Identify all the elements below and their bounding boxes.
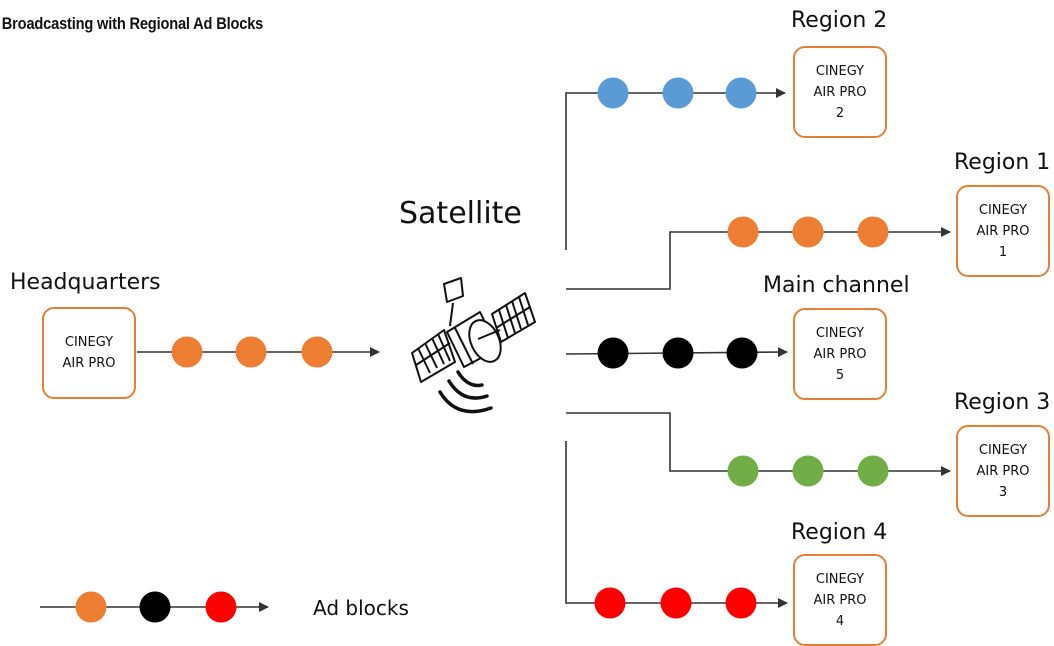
box-line: AIR PRO (976, 463, 1030, 479)
legend-label: Ad blocks (313, 596, 409, 620)
region1-label: Region 1 (954, 150, 1051, 175)
cinegy-box-main-channel: CINEGY AIR PRO 5 (793, 308, 887, 400)
region3-label: Region 3 (954, 390, 1051, 415)
ad-block-dot (171, 336, 203, 368)
box-line: AIR PRO (62, 356, 116, 371)
box-line: 1 (998, 244, 1008, 260)
ad-block-dot (301, 336, 333, 368)
ad-block-dot (792, 216, 824, 248)
satellite-icon (411, 277, 536, 414)
region2-feed-line (565, 88, 786, 250)
region4-feed-line (565, 441, 788, 608)
box-line: AIR PRO (976, 223, 1030, 239)
cinegy-box-region1: CINEGY AIR PRO 1 (956, 185, 1050, 277)
ad-block-dot (597, 337, 629, 369)
box-line: CINEGY (978, 202, 1028, 218)
ad-block-dot (594, 587, 626, 619)
cinegy-box-region3: CINEGY AIR PRO 3 (956, 425, 1050, 517)
region3-feed-line (566, 412, 951, 476)
main-channel-label: Main channel (763, 273, 910, 298)
region4-label: Region 4 (791, 520, 888, 545)
cinegy-box-region4: CINEGY AIR PRO 4 (793, 554, 887, 646)
ad-block-dot (857, 216, 889, 248)
satellite-label: Satellite (399, 196, 522, 231)
diagram-title: . Broadcasting with Regional Ad Blocks (0, 14, 264, 33)
ad-block-dot (235, 336, 267, 368)
ad-block-dot (662, 77, 694, 109)
region2-label: Region 2 (791, 8, 888, 33)
ad-block-dot (727, 455, 759, 487)
box-line: 5 (835, 367, 845, 383)
ad-block-dot (725, 587, 757, 619)
ad-block-dot (662, 337, 694, 369)
box-line: CINEGY (64, 335, 114, 350)
region1-feed-line (566, 227, 951, 290)
ad-block-dot (726, 337, 758, 369)
box-line: CINEGY (815, 325, 865, 341)
cinegy-box-headquarters: CINEGY AIR PRO (42, 307, 136, 399)
ad-block-dot (727, 216, 759, 248)
ad-block-dot (597, 77, 629, 109)
box-line: AIR PRO (813, 592, 867, 608)
box-line: 3 (998, 484, 1008, 500)
box-line: AIR PRO (813, 346, 867, 362)
ad-block-dot (857, 455, 889, 487)
box-line: 4 (835, 613, 845, 629)
ad-block-dot (725, 77, 757, 109)
ad-block-dot (139, 591, 171, 623)
box-line: CINEGY (978, 442, 1028, 458)
ad-block-dot (660, 587, 692, 619)
box-line: CINEGY (815, 63, 865, 79)
box-line: 2 (835, 105, 845, 121)
box-line: AIR PRO (813, 84, 867, 100)
headquarters-label: Headquarters (10, 270, 161, 295)
cinegy-box-region2: CINEGY AIR PRO 2 (793, 46, 887, 138)
ad-block-dot (792, 455, 824, 487)
ad-block-dot (205, 591, 237, 623)
ad-block-dot (75, 591, 107, 623)
box-line: CINEGY (815, 571, 865, 587)
